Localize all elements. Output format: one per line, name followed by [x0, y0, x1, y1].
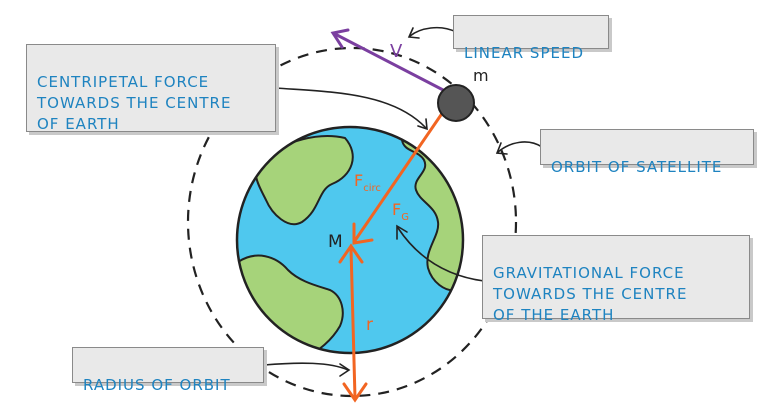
earth-outline — [235, 125, 465, 355]
pointer-gravitational-head — [396, 224, 408, 240]
pointer-centripetal-head — [417, 118, 428, 131]
earth — [235, 125, 465, 355]
label-radius-of-orbit-text: RADIUS OF ORBIT — [83, 376, 231, 394]
pointer-centripetal — [275, 87, 427, 129]
orbit-path — [186, 46, 518, 398]
pointer-orbit — [497, 141, 543, 153]
label-radius-of-orbit: RADIUS OF ORBIT — [72, 347, 264, 394]
pointer-radius-head — [339, 363, 351, 377]
label-orbit-of-satellite: ORBIT OF SATELLITE — [540, 129, 754, 176]
centripetal-force-arrow — [352, 110, 445, 245]
label-gravitational-force-text: GRAVITATIONAL FORCE TOWARDS THE CENTRE O… — [493, 264, 688, 324]
pointer-linear-speed — [409, 26, 457, 37]
radius-arrow — [338, 243, 368, 403]
pointer-radius — [263, 362, 349, 371]
label-gravitational-force: GRAVITATIONAL FORCE TOWARDS THE CENTRE O… — [482, 235, 750, 324]
f-circ-label: Fcirc — [354, 171, 381, 194]
pointer-linear-speed-head — [407, 27, 420, 39]
label-linear-speed: LINEAR SPEED — [453, 15, 609, 62]
pointer-orbit-head — [495, 142, 508, 155]
label-orbit-of-satellite-text: ORBIT OF SATELLITE — [551, 158, 723, 176]
velocity-symbol: V — [390, 41, 403, 62]
velocity-arrow — [330, 28, 449, 94]
land-top-left — [254, 135, 354, 225]
f-g-label: FG — [392, 200, 409, 223]
label-linear-speed-text: LINEAR SPEED — [464, 44, 585, 62]
pointer-gravitational — [397, 227, 485, 282]
label-centripetal-force-text: CENTRIPETAL FORCE TOWARDS THE CENTRE OF … — [37, 73, 232, 133]
satellite-mass-symbol: m — [473, 66, 489, 85]
radius-symbol: r — [366, 315, 373, 335]
earth-mass-symbol: M — [328, 232, 343, 252]
satellite — [437, 84, 475, 122]
label-centripetal-force: CENTRIPETAL FORCE TOWARDS THE CENTRE OF … — [26, 44, 276, 133]
